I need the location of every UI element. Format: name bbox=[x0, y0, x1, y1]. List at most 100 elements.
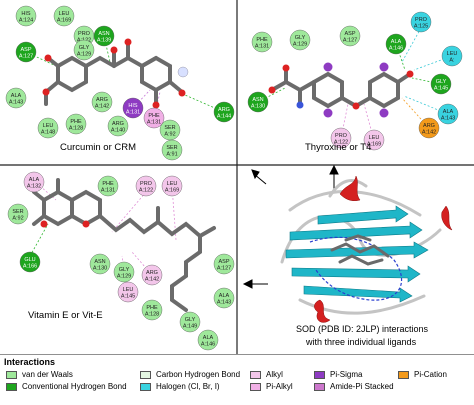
residue-disc bbox=[179, 311, 201, 333]
residue-disc bbox=[437, 103, 459, 125]
legend-swatch-pication bbox=[398, 371, 409, 379]
legend-swatch-halogen bbox=[140, 383, 151, 391]
residue-name: PRO bbox=[78, 31, 91, 37]
residue-number: A:166 bbox=[23, 264, 37, 270]
residue-number: A:143 bbox=[441, 116, 455, 122]
residue-number: A:91 bbox=[166, 152, 177, 158]
residue-name: ASN bbox=[94, 259, 105, 265]
residue-number: A:122 bbox=[139, 188, 153, 194]
residue-name: ALA bbox=[29, 177, 40, 183]
residue-number: A:145 bbox=[121, 294, 135, 300]
caption-vitamin-e: Vitamin E or Vit-E bbox=[28, 310, 103, 321]
residue-number: A:92 bbox=[164, 132, 175, 138]
residue-name: PRO bbox=[335, 133, 348, 139]
residue-name: GLU bbox=[24, 257, 35, 263]
residue-name: LEU bbox=[123, 287, 134, 293]
residue-disc bbox=[251, 31, 273, 53]
residue-number: A:146 bbox=[389, 46, 403, 52]
legend-title: Interactions bbox=[4, 357, 56, 367]
residue-disc bbox=[89, 253, 111, 275]
residue-name: PRO bbox=[140, 181, 153, 187]
residue-name: LEU bbox=[369, 135, 380, 141]
residue-name: SER bbox=[12, 209, 23, 215]
residue-disc bbox=[410, 11, 432, 33]
residue-number: A:130 bbox=[251, 104, 265, 110]
residue-disc bbox=[385, 33, 407, 55]
residue-disc bbox=[107, 115, 129, 137]
residue-number: A:128 bbox=[145, 312, 159, 318]
residue-disc bbox=[15, 5, 37, 27]
residue-number: A:127 bbox=[343, 38, 357, 44]
legend-label-halogen: Halogen (Cl, Br, I) bbox=[156, 382, 220, 391]
residue-disc bbox=[5, 87, 27, 109]
residue-number: A:131 bbox=[101, 188, 115, 194]
residue-number: A:142 bbox=[95, 104, 109, 110]
residue-name: ALA bbox=[219, 293, 230, 299]
residue-number: A:142 bbox=[145, 277, 159, 283]
residue-number: A:127 bbox=[217, 266, 231, 272]
residue-number: A:169 bbox=[57, 18, 71, 24]
residue-number: A:149 bbox=[183, 324, 197, 330]
residue-number: A:145 bbox=[434, 86, 448, 92]
residue-disc bbox=[213, 101, 235, 123]
residue-name: GLY bbox=[119, 267, 130, 273]
residue-name: PRO bbox=[415, 17, 428, 23]
residue-number: A:169 bbox=[165, 188, 179, 194]
residue-disc bbox=[289, 29, 311, 51]
residue-number: A:142 bbox=[422, 130, 436, 136]
legend-swatch-alkyl bbox=[250, 371, 261, 379]
caption-curcumin: Curcumin or CRM bbox=[60, 142, 136, 153]
residue-name: ASN bbox=[98, 31, 109, 37]
residue-number: A:125 bbox=[414, 24, 428, 30]
residue-name: PHE bbox=[148, 113, 160, 119]
residue-disc bbox=[23, 171, 45, 193]
legend-swatch-amidepi bbox=[314, 383, 325, 391]
residue-name: HIS bbox=[128, 103, 138, 109]
residue-disc bbox=[53, 5, 75, 27]
legend-label-hbond: Conventional Hydrogen Bond bbox=[22, 382, 127, 391]
residue-disc bbox=[135, 175, 157, 197]
residue-disc bbox=[330, 127, 352, 149]
residue-name: HIS bbox=[21, 11, 31, 17]
residue-disc bbox=[161, 139, 183, 161]
residue-name: LEU bbox=[447, 51, 458, 57]
residue-number: A:144 bbox=[217, 114, 231, 120]
residue-disc bbox=[197, 329, 219, 351]
residue-number: A:146 bbox=[201, 342, 215, 348]
residue-number: A:140 bbox=[111, 128, 125, 134]
residue-name: ASP bbox=[218, 259, 229, 265]
residue-number: A:143 bbox=[217, 300, 231, 306]
legend-label-chbond: Carbon Hydrogen Bond bbox=[156, 370, 241, 379]
legend-label-vdw: van der Waals bbox=[22, 370, 73, 379]
residue-number: A:124 bbox=[19, 18, 33, 24]
residue-disc bbox=[141, 264, 163, 286]
residue-disc bbox=[93, 25, 115, 47]
residue-disc bbox=[91, 91, 113, 113]
legend-swatch-vdw bbox=[6, 371, 17, 379]
residue-disc bbox=[113, 261, 135, 283]
residue-number: A:129 bbox=[117, 274, 131, 280]
residue-number: A:169 bbox=[367, 142, 381, 148]
caption-sod-line2: with three individual ligands bbox=[305, 337, 417, 347]
legend-swatch-pialkyl bbox=[250, 383, 261, 391]
residue-disc bbox=[418, 117, 440, 139]
residue-name: ARG bbox=[96, 97, 108, 103]
residue-number: A:131 bbox=[147, 120, 161, 126]
residue-disc bbox=[441, 45, 463, 67]
residue-disc bbox=[122, 97, 144, 119]
residue-name: GLY bbox=[295, 35, 306, 41]
panel-curcumin: HISA:124LEUA:169PROA:122GLYA:129ASNA:139… bbox=[5, 5, 235, 161]
residue-name: ALA bbox=[11, 93, 22, 99]
residue-disc bbox=[213, 253, 235, 275]
residue-name: PHE bbox=[146, 305, 158, 311]
residue-number: A:122 bbox=[334, 140, 348, 146]
residue-name: ASN bbox=[252, 97, 263, 103]
legend-label-pication: Pi-Cation bbox=[414, 370, 447, 379]
panel-sod-structure: SOD (PDB ID: 2JLP) interactions with thr… bbox=[242, 164, 453, 347]
legend-swatch-pisigma bbox=[314, 371, 325, 379]
legend-label-alkyl: Alkyl bbox=[266, 370, 283, 379]
residue-name: ARG bbox=[146, 270, 158, 276]
residue-name: ARG bbox=[218, 107, 230, 113]
